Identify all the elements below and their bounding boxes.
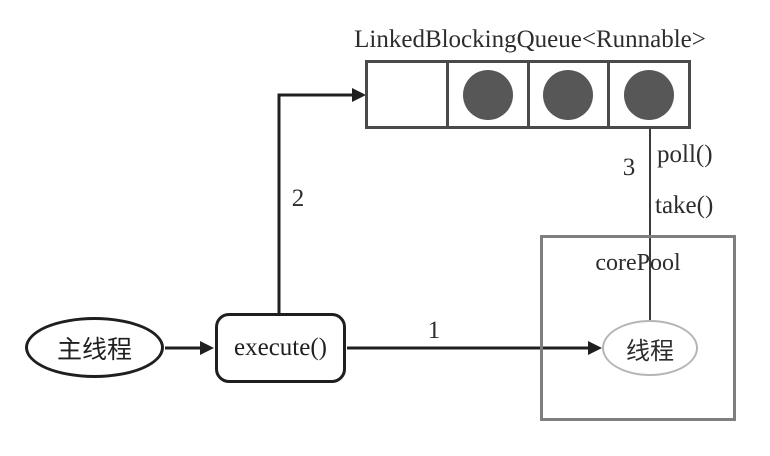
- task-circle-icon: [462, 69, 513, 120]
- arrow-2-head-icon: [352, 88, 366, 102]
- main-thread-label: 主线程: [56, 336, 132, 364]
- queue-cell: [607, 63, 688, 126]
- thread-node-label: 线程: [626, 338, 674, 365]
- thread-node: 线程: [602, 320, 698, 376]
- execute-label: execute(): [234, 334, 327, 361]
- queue-cell: [368, 63, 446, 126]
- execute-node: execute(): [215, 313, 346, 383]
- task-circle-icon: [543, 69, 594, 120]
- blocking-queue: [365, 60, 691, 129]
- queue-title: LinkedBlockingQueue<Runnable>: [354, 26, 706, 53]
- edge-1-label: 1: [427, 317, 441, 344]
- core-pool-box: [540, 235, 736, 421]
- queue-cell: [445, 63, 527, 126]
- queue-cell: [526, 63, 608, 126]
- arrow-main-to-execute-head-icon: [200, 341, 214, 355]
- task-circle-icon: [624, 69, 675, 120]
- edge-3-label: 3: [622, 154, 636, 181]
- core-pool-label: corePool: [595, 250, 681, 276]
- poll-label: poll(): [657, 141, 713, 168]
- take-label: take(): [655, 192, 714, 219]
- main-thread-node: 主线程: [25, 317, 164, 378]
- edge-2-label: 2: [291, 185, 305, 212]
